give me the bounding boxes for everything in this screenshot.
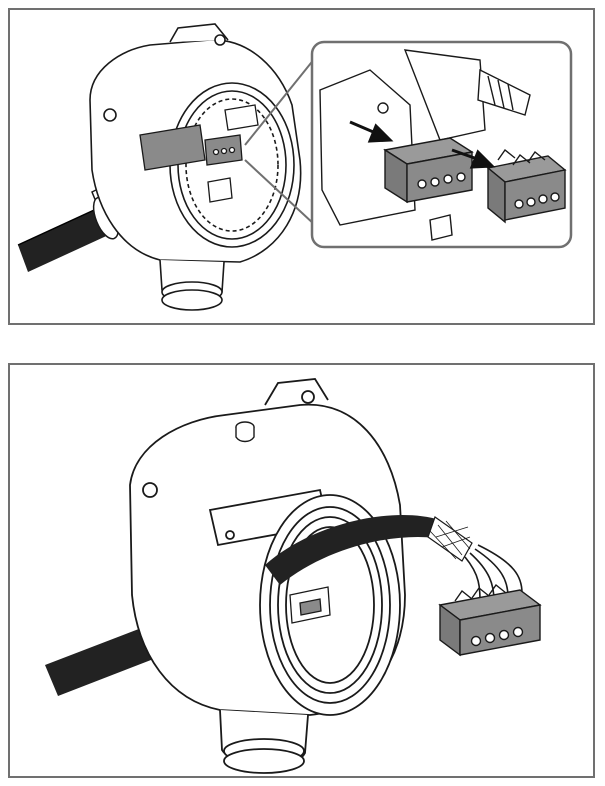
callout-leader: [244, 57, 316, 226]
terminal-block-right: [486, 148, 567, 224]
screw-icon: [235, 421, 255, 443]
step-2-illustration: [45, 378, 542, 774]
step-1-panel: [8, 8, 595, 325]
cable: [17, 204, 115, 272]
terminal-block: [438, 583, 542, 657]
pull-arrow-icon: [349, 120, 496, 169]
housing-body: [89, 23, 302, 311]
step-1-illustration: [17, 23, 573, 311]
step-2-panel: [8, 363, 595, 778]
housing-body: [129, 378, 406, 774]
internal-connector: [289, 586, 331, 624]
detail-inset: [310, 40, 573, 249]
internal-connectors: [139, 104, 259, 203]
terminal-block-left: [383, 137, 474, 204]
